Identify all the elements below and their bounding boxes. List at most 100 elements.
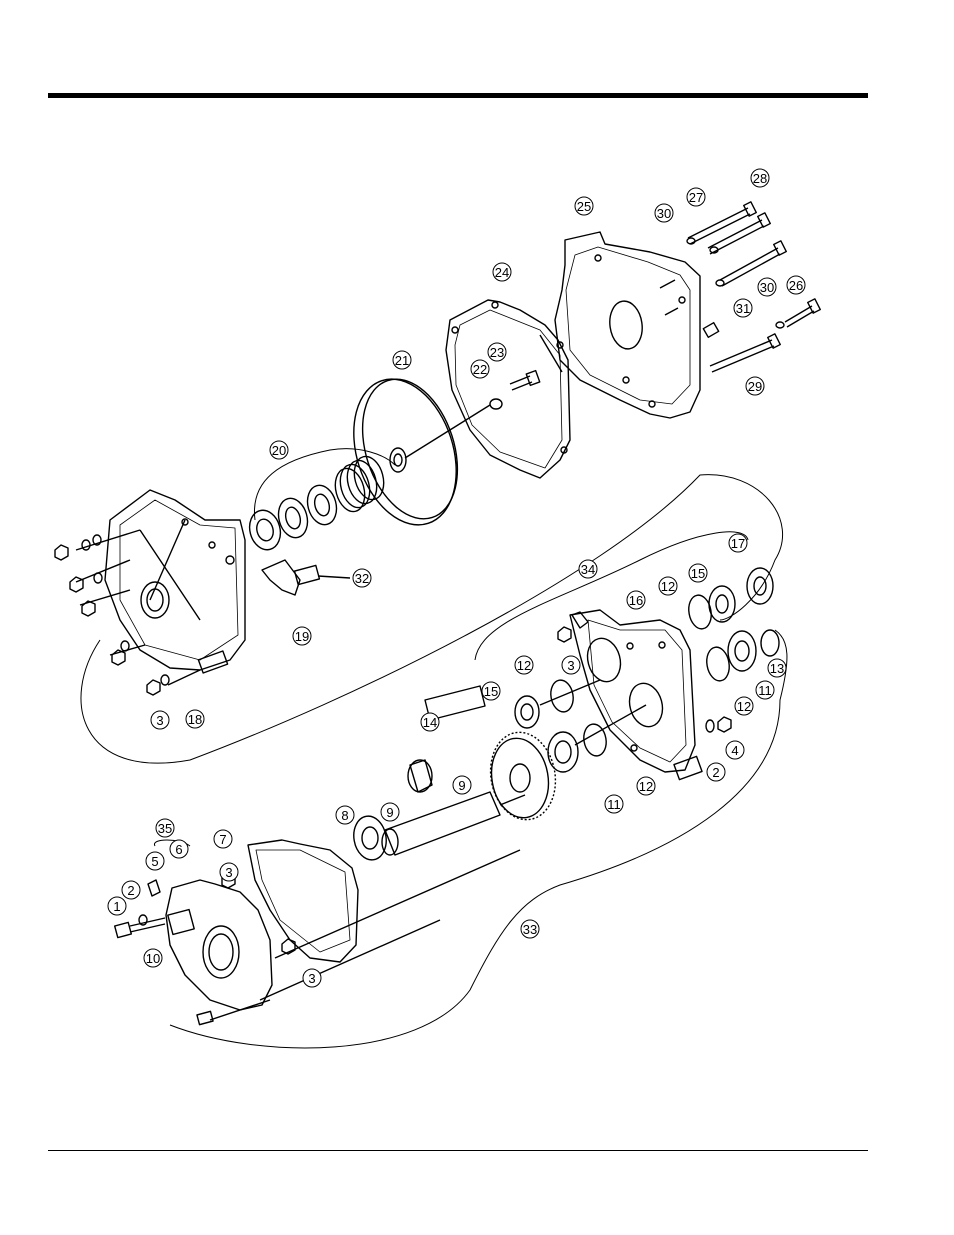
callout-number: 23 [490,345,504,360]
elbow-fitting [262,560,350,595]
callout-number: 13 [770,661,784,676]
callout-number: 20 [272,443,286,458]
callout-9: 9 [453,776,471,794]
callout-12: 12 [515,656,533,674]
callout-8: 8 [336,806,354,824]
callout-15: 15 [482,682,500,700]
callout-26: 26 [787,276,805,294]
callout-number: 11 [607,797,621,812]
callout-13: 13 [768,659,786,677]
callout-4: 4 [726,741,744,759]
callout-22: 22 [471,360,489,378]
callout-number: 9 [386,805,393,820]
callout-12: 12 [659,577,677,595]
front-cover [166,850,520,1025]
callout-18: 18 [186,710,204,728]
callout-number: 10 [146,951,160,966]
callout-number: 22 [473,362,487,377]
callout-16: 16 [627,591,645,609]
callout-12: 12 [735,697,753,715]
callout-number: 9 [458,778,465,793]
callout-number: 6 [175,842,182,857]
callout-27: 27 [687,188,705,206]
callout-11: 11 [756,681,774,699]
callout-number: 12 [737,699,751,714]
callout-number: 27 [689,190,703,205]
callout-number: 32 [355,571,369,586]
callout-number: 30 [657,206,671,221]
front-housing [76,490,245,685]
callout-number: 18 [188,712,202,727]
callout-number: 29 [748,379,762,394]
callout-number: 31 [736,301,750,316]
callout-1: 1 [108,897,126,915]
callout-number: 14 [423,715,437,730]
callout-7: 7 [214,830,232,848]
callout-number: 19 [295,629,309,644]
callout-number: 4 [731,743,738,758]
spring-seal-set [245,453,388,553]
callout-10: 10 [144,949,162,967]
callout-23: 23 [488,343,506,361]
callout-2: 2 [122,881,140,899]
callout-3: 3 [220,863,238,881]
shafts-and-gears [382,686,562,855]
callout-3: 3 [562,656,580,674]
footer-rule [48,1150,868,1151]
callout-28: 28 [751,169,769,187]
callout-12: 12 [637,777,655,795]
callout-number: 1 [113,899,120,914]
callout-15: 15 [689,564,707,582]
gasket [446,300,570,478]
callout-17: 17 [729,534,747,552]
callout-21: 21 [393,351,411,369]
small-fasteners [558,627,731,732]
group-33-outline [170,630,787,1048]
bolt-and-washer [490,371,540,409]
callout-5: 5 [146,852,164,870]
callout-number: 12 [639,779,653,794]
callout-11: 11 [605,795,623,813]
callout-number: 28 [753,171,767,186]
flywheel [336,366,490,538]
callout-number: 30 [760,280,774,295]
callout-number: 12 [661,579,675,594]
callout-33: 33 [521,920,539,938]
callout-number: 3 [225,865,232,880]
callout-34: 34 [579,560,597,578]
callout-number: 17 [731,536,745,551]
callout-number: 25 [577,199,591,214]
callout-6: 6 [170,840,188,858]
back-cover-plate [555,232,700,418]
callout-35: 35 [156,819,174,837]
callout-number: 21 [395,353,409,368]
callout-20: 20 [270,441,288,459]
housing-nuts [55,535,169,695]
callout-number: 15 [691,566,705,581]
callout-19: 19 [293,627,311,645]
callout-number: 26 [789,278,803,293]
callout-number: 3 [156,713,163,728]
callout-number: 3 [567,658,574,673]
callout-14: 14 [421,713,439,731]
callout-number: 8 [341,808,348,823]
callout-number: 16 [629,593,643,608]
callout-25: 25 [575,197,593,215]
callout-number: 24 [495,265,509,280]
callout-number: 2 [712,765,719,780]
callout-9: 9 [381,803,399,821]
callout-number: 3 [308,971,315,986]
callout-number: 34 [581,562,595,577]
gear-housing [570,610,702,780]
callout-number: 2 [127,883,134,898]
callout-number: 7 [219,832,226,847]
callout-number: 11 [758,683,772,698]
group-34-upper-link [475,532,748,660]
callout-32: 32 [353,569,371,587]
callout-30: 30 [758,278,776,296]
callout-number: 15 [484,684,498,699]
callout-31: 31 [734,299,752,317]
callout-2: 2 [707,763,725,781]
callout-29: 29 [746,377,764,395]
